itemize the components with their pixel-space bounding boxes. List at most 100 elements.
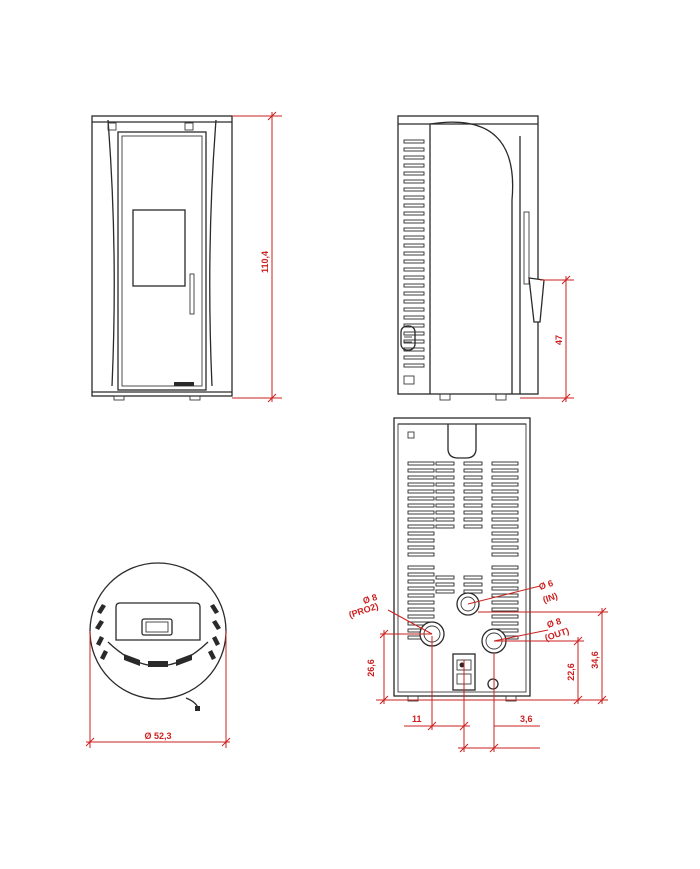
rear-right-offset-label: 3,6 <box>520 714 533 724</box>
rear-grille-slot <box>491 607 519 612</box>
rear-grille-slot <box>407 607 435 612</box>
rear-grille-slot <box>463 468 483 473</box>
rear-grille-slot <box>491 489 519 494</box>
rear-view <box>393 417 531 702</box>
rear-grille-slot <box>463 475 483 480</box>
rear-grille-slot <box>491 586 519 591</box>
rear-grille-slot <box>491 475 519 480</box>
side-grille-slot <box>403 355 425 360</box>
rear-grille-slot <box>491 517 519 522</box>
side-grille-slot <box>403 235 425 240</box>
side-grille-slot <box>403 307 425 312</box>
side-grille-slot <box>403 163 425 168</box>
rear-in-name-label: (IN) <box>542 591 559 605</box>
top-diameter-dimension: Ø 52,3 <box>85 631 231 748</box>
top-diameter-label: Ø 52,3 <box>144 731 171 741</box>
rear-grille-slot <box>407 538 435 543</box>
rear-grille-slot <box>491 614 519 619</box>
rear-grille-slot <box>463 461 483 466</box>
rear-grille-slot <box>463 510 483 515</box>
rear-grille-slot <box>491 510 519 515</box>
rear-grille-slot <box>407 482 435 487</box>
rear-grille-slot <box>435 489 455 494</box>
rear-grille-slot <box>435 582 455 587</box>
rear-grille-slot <box>435 468 455 473</box>
side-grille-slot <box>403 195 425 200</box>
side-grille-slot <box>403 363 425 368</box>
side-grille-slot <box>403 187 425 192</box>
rear-grille-slot <box>491 565 519 570</box>
rear-grille-slot <box>491 461 519 466</box>
rear-grille-slot <box>407 475 435 480</box>
rear-grille-slot <box>463 482 483 487</box>
rear-grille-slot <box>491 600 519 605</box>
rear-grille-slot <box>435 510 455 515</box>
rear-grille-slot <box>435 496 455 501</box>
rear-grille-slot <box>435 517 455 522</box>
rear-grille-slot <box>491 531 519 536</box>
rear-grille-slot <box>491 572 519 577</box>
rear-grille-slot <box>407 600 435 605</box>
top-side-vent <box>212 620 221 630</box>
side-grille-slot <box>403 259 425 264</box>
rear-grille-slot <box>491 524 519 529</box>
side-grille-slot <box>403 331 425 336</box>
rear-grille-slot <box>407 531 435 536</box>
side-grille-slot <box>403 283 425 288</box>
rear-grille-slot <box>463 496 483 501</box>
side-grille-slot <box>403 299 425 304</box>
rear-in-diameter-label: Ø 6 <box>538 578 555 592</box>
side-height-dimension: 47 <box>520 275 574 403</box>
rear-grille-slot <box>491 621 519 626</box>
top-side-vent <box>208 650 216 660</box>
rear-grille-slot <box>407 496 435 501</box>
rear-grille-slot <box>491 545 519 550</box>
side-grille-slot <box>403 171 425 176</box>
rear-grille-slot <box>463 575 483 580</box>
rear-pro2-height-label: 26,6 <box>366 659 376 677</box>
top-side-vent <box>95 620 104 630</box>
rear-in-height-label: 34,6 <box>590 651 600 669</box>
rear-grille-slot <box>463 524 483 529</box>
top-side-vent <box>212 636 220 646</box>
front-height-label: 110,4 <box>260 251 270 273</box>
rear-grille-slot <box>463 589 483 594</box>
top-view <box>89 562 227 711</box>
side-grille-slot <box>403 219 425 224</box>
rear-grille-slot <box>407 545 435 550</box>
side-grille-slot <box>403 315 425 320</box>
side-grille-slot <box>403 251 425 256</box>
rear-grille-slot <box>407 503 435 508</box>
rear-out-diameter-label: Ø 8 <box>546 616 563 630</box>
side-grille-slot <box>403 291 425 296</box>
rear-pro2-diameter-label: Ø 8 <box>362 592 379 606</box>
rear-grille-slot <box>407 586 435 591</box>
side-grille-slot <box>403 139 425 144</box>
side-grille-slot <box>403 203 425 208</box>
rear-grille-slot <box>407 510 435 515</box>
rear-grille-slot <box>435 475 455 480</box>
side-view <box>397 115 545 401</box>
rear-grille-slot <box>491 468 519 473</box>
rear-grille-slot <box>407 572 435 577</box>
rear-grille-slot <box>407 489 435 494</box>
rear-grille-slot <box>491 482 519 487</box>
front-height-dimension: 110,4 <box>232 111 282 403</box>
rear-grille-slot <box>407 593 435 598</box>
rear-grille-slot <box>435 589 455 594</box>
rear-grille-slot <box>491 552 519 557</box>
rear-grille-slot <box>463 517 483 522</box>
rear-grille-slot <box>435 482 455 487</box>
rear-out-height-label: 22,6 <box>566 663 576 681</box>
rear-grille-slot <box>491 579 519 584</box>
rear-grille-slot <box>435 575 455 580</box>
top-side-vent <box>96 636 104 646</box>
rear-grille-slot <box>435 461 455 466</box>
side-grille-slot <box>403 179 425 184</box>
side-grille-slot <box>403 243 425 248</box>
rear-grille-slot <box>463 503 483 508</box>
rear-grille-slot <box>435 524 455 529</box>
top-side-vent <box>97 604 106 614</box>
side-grille-slot <box>403 339 425 344</box>
